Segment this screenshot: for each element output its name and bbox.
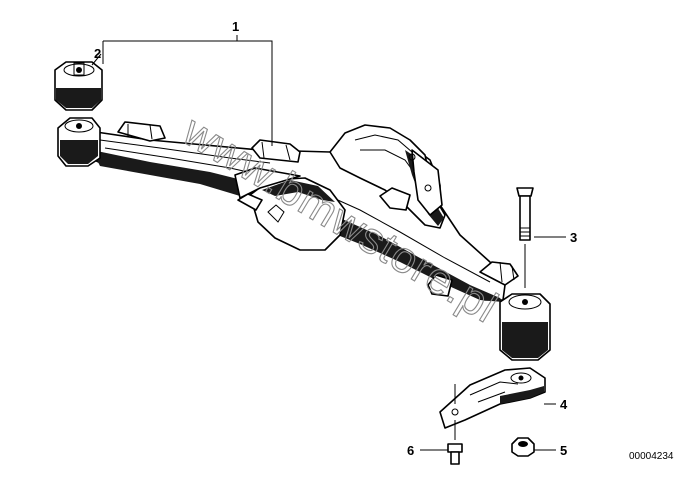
axle-carrier <box>87 121 519 302</box>
left-bushing-mounted <box>57 117 101 167</box>
callout-6: 6 <box>407 443 414 458</box>
callout-5: 5 <box>560 443 567 458</box>
callout-2: 2 <box>94 46 101 61</box>
callout-3: 3 <box>570 230 577 245</box>
callout-1: 1 <box>232 19 239 34</box>
diagram-code: 00004234 <box>629 451 674 462</box>
support-bracket-part-4 <box>439 367 546 440</box>
nut-part-5 <box>511 437 535 457</box>
bushing-part-2 <box>54 61 103 111</box>
bolt-part-3 <box>516 187 534 288</box>
callout-4: 4 <box>560 397 568 412</box>
right-bushing-mounted <box>499 293 551 361</box>
leader-lines <box>91 35 566 451</box>
screw-part-6 <box>447 443 463 465</box>
